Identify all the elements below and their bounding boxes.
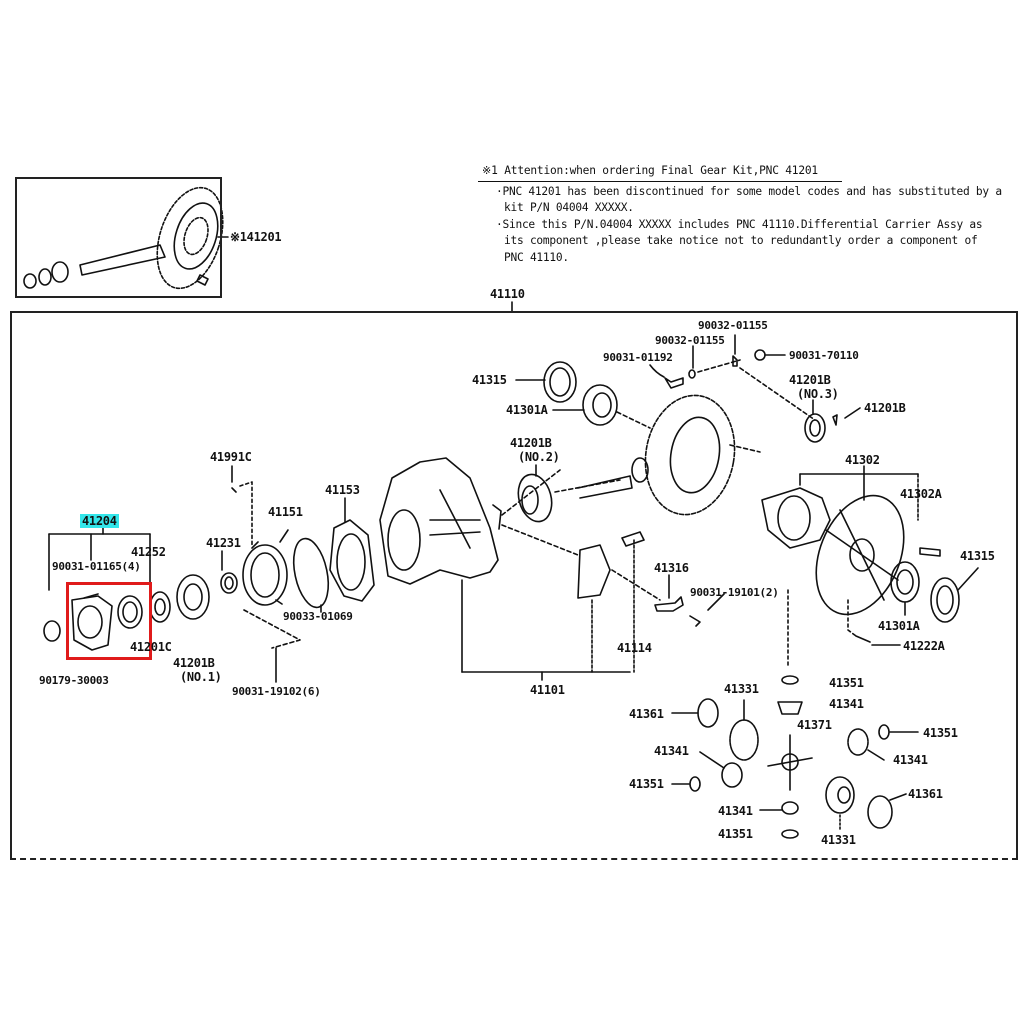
part-label-41351-right[interactable]: 41351 bbox=[923, 726, 958, 740]
part-label-no2: (NO.2) bbox=[518, 450, 560, 464]
part-label-no1: (NO.1) bbox=[180, 670, 222, 684]
part-label-41201b-no2[interactable]: 41201B bbox=[510, 436, 552, 450]
part-label-41315-right[interactable]: 41315 bbox=[960, 549, 995, 563]
part-label-41341-left[interactable]: 41341 bbox=[654, 744, 689, 758]
part-label-41331-bottom[interactable]: 41331 bbox=[821, 833, 856, 847]
part-label-no3: (NO.3) bbox=[797, 387, 839, 401]
part-label-41341-bottom[interactable]: 41341 bbox=[718, 804, 753, 818]
part-label-41341-top[interactable]: 41341 bbox=[829, 697, 864, 711]
part-label-90033-01069[interactable]: 90033-01069 bbox=[283, 610, 353, 623]
part-label-41331-top[interactable]: 41331 bbox=[724, 682, 759, 696]
carrier-housing-drawing bbox=[379, 457, 502, 585]
part-label-41302a[interactable]: 41302A bbox=[900, 487, 942, 501]
part-label-41114[interactable]: 41114 bbox=[617, 641, 652, 655]
part-label-90031-19102[interactable]: 90031-19102(6) bbox=[232, 685, 321, 698]
part-label-41302[interactable]: 41302 bbox=[845, 453, 880, 467]
part-label-41301a-right[interactable]: 41301A bbox=[878, 619, 920, 633]
part-label-141201[interactable]: ※141201 bbox=[230, 230, 282, 244]
part-label-41204-highlighted[interactable]: 41204 bbox=[80, 514, 119, 528]
part-label-90179-30003[interactable]: 90179-30003 bbox=[39, 674, 109, 687]
note-bullets: ·PNC 41201 has been discontinued for som… bbox=[482, 184, 1002, 267]
part-label-90031-01192[interactable]: 90031-01192 bbox=[603, 351, 673, 364]
part-label-41231[interactable]: 41231 bbox=[206, 536, 241, 550]
part-label-41153[interactable]: 41153 bbox=[325, 483, 360, 497]
note-bullet: ·Since this P/N.04004 XXXXX includes PNC… bbox=[496, 217, 983, 264]
bracket-41204 bbox=[48, 527, 151, 591]
part-label-41316[interactable]: 41316 bbox=[654, 561, 689, 575]
part-label-90031-19101[interactable]: 90031-19101(2) bbox=[690, 586, 779, 599]
ordering-attention-note: ※1 Attention:when ordering Final Gear Ki… bbox=[478, 163, 1002, 267]
companion-flange-drawing bbox=[43, 593, 143, 651]
note-divider bbox=[478, 181, 842, 182]
part-label-41341-right[interactable]: 41341 bbox=[893, 753, 928, 767]
final-gear-kit-inset[interactable] bbox=[15, 177, 222, 298]
part-label-90031-70110[interactable]: 90031-70110 bbox=[789, 349, 859, 362]
part-label-41222a[interactable]: 41222A bbox=[903, 639, 945, 653]
ring-gear-drawing bbox=[577, 394, 736, 516]
differential-carrier-assy-frame bbox=[10, 311, 1018, 860]
part-label-90031-01165[interactable]: 90031-01165(4) bbox=[52, 560, 141, 573]
part-label-41351-bottom[interactable]: 41351 bbox=[718, 827, 753, 841]
part-label-41101[interactable]: 41101 bbox=[530, 683, 565, 697]
part-label-41351-left[interactable]: 41351 bbox=[629, 777, 664, 791]
part-label-41201c[interactable]: 41201C bbox=[130, 640, 172, 654]
bearing-retainer-drawing bbox=[242, 529, 289, 606]
part-label-90032-01155-lower[interactable]: 90032-01155 bbox=[655, 334, 725, 347]
differential-gears-drawing bbox=[671, 675, 919, 839]
part-label-41151[interactable]: 41151 bbox=[268, 505, 303, 519]
part-label-41201b-no1[interactable]: 41201B bbox=[173, 656, 215, 670]
oil-seal-top-drawing bbox=[543, 361, 577, 403]
part-label-41301a-top[interactable]: 41301A bbox=[506, 403, 548, 417]
o-ring-drawing bbox=[292, 537, 330, 609]
note-title: ※1 Attention:when ordering Final Gear Ki… bbox=[482, 164, 818, 177]
part-label-90032-01155-upper[interactable]: 90032-01155 bbox=[698, 319, 768, 332]
part-label-41991c[interactable]: 41991C bbox=[210, 450, 252, 464]
part-label-41371[interactable]: 41371 bbox=[797, 718, 832, 732]
differential-case-drawing bbox=[761, 465, 919, 616]
part-label-41252[interactable]: 41252 bbox=[131, 545, 166, 559]
note-bullet: ·PNC 41201 has been discontinued for som… bbox=[496, 184, 1002, 215]
part-label-41110[interactable]: 41110 bbox=[490, 287, 525, 301]
selected-part-box bbox=[66, 582, 152, 660]
bracket-41101 bbox=[461, 539, 635, 681]
part-label-41351-top[interactable]: 41351 bbox=[829, 676, 864, 690]
part-label-41361-right[interactable]: 41361 bbox=[908, 787, 943, 801]
gasket-drawing bbox=[329, 497, 375, 602]
inset-final-gear-kit-drawing bbox=[23, 186, 229, 290]
highlighted-part-number[interactable]: 41204 bbox=[80, 514, 119, 528]
part-label-41361-left[interactable]: 41361 bbox=[629, 707, 664, 721]
part-label-41201b-right[interactable]: 41201B bbox=[864, 401, 906, 415]
part-label-41315-top[interactable]: 41315 bbox=[472, 373, 507, 387]
part-label-41201b-no3[interactable]: 41201B bbox=[789, 373, 831, 387]
